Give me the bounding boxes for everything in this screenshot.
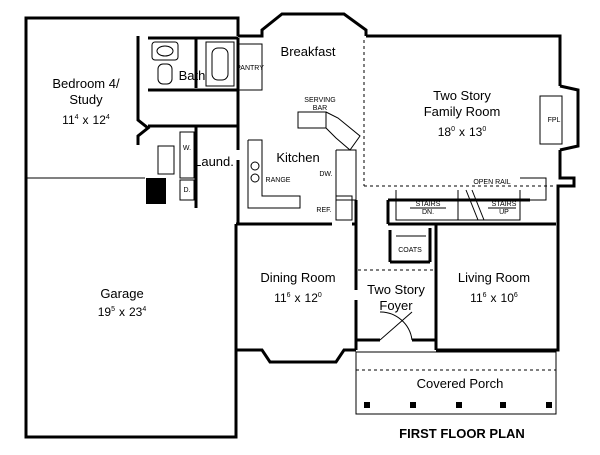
range-label: RANGE (266, 177, 291, 184)
kitchen-name: Kitchen (276, 150, 319, 165)
bedroom-name-1: Bedroom 4/ (52, 76, 120, 91)
breakfast-bay (238, 12, 368, 38)
living-name: Living Room (458, 270, 530, 285)
serving-bar-line2: BAR (313, 105, 327, 112)
entry-door (379, 311, 413, 341)
wall-bedroom-east (136, 36, 151, 145)
coats-label: COATS (398, 247, 422, 254)
wall-left (24, 16, 240, 439)
stairs-dn-line1: STAIRS (416, 201, 441, 208)
foyer-front-wall-east (412, 338, 438, 350)
dining-name: Dining Room (260, 270, 335, 285)
bath-name: Bath (179, 68, 206, 83)
bedroom-name-2: Study (69, 92, 103, 107)
dishwasher-label: DW. (319, 171, 332, 178)
covered-porch (355, 351, 557, 415)
washer-label: W. (183, 145, 191, 152)
fireplace: FPL (539, 84, 580, 152)
pantry-label: PANTRY (236, 65, 264, 72)
family-name-2: Family Room (424, 104, 501, 119)
foyer-name-2: Foyer (379, 298, 413, 313)
stairs-up-line1: STAIRS (492, 201, 517, 208)
garage-name: Garage (100, 286, 143, 301)
porch-name: Covered Porch (417, 376, 504, 391)
laundry-fixtures: W. D. (146, 126, 198, 208)
stairs (395, 177, 547, 221)
breakfast-name: Breakfast (281, 44, 336, 59)
family-wall-east (436, 150, 576, 352)
garage-east-wall (234, 224, 252, 352)
exterior-walls (24, 12, 576, 439)
openings (356, 40, 556, 371)
refrigerator-label: REF. (316, 207, 331, 214)
bath-fixtures (151, 41, 235, 87)
dryer-label: D. (184, 187, 191, 194)
family-name-1: Two Story (433, 88, 491, 103)
serving-bar (297, 111, 327, 129)
dining-bay (252, 348, 356, 364)
foyer-front-wall (354, 338, 380, 350)
stairs-dn-line2: DN. (422, 209, 434, 216)
open-rail-label: OPEN RAIL (473, 179, 510, 186)
stairs-up-line2: UP (499, 209, 509, 216)
plan-title: FIRST FLOOR PLAN (399, 426, 525, 441)
serving-bar-line1: SERVING (304, 97, 335, 104)
fireplace-label: FPL (548, 117, 561, 124)
foyer-name-1: Two Story (367, 282, 425, 297)
water-heater-block (146, 178, 166, 204)
family-wall-top (366, 34, 562, 86)
laundry-name: Laund. (194, 154, 234, 169)
pantry: PANTRY (236, 43, 264, 91)
kitchen-fixtures (247, 111, 361, 221)
